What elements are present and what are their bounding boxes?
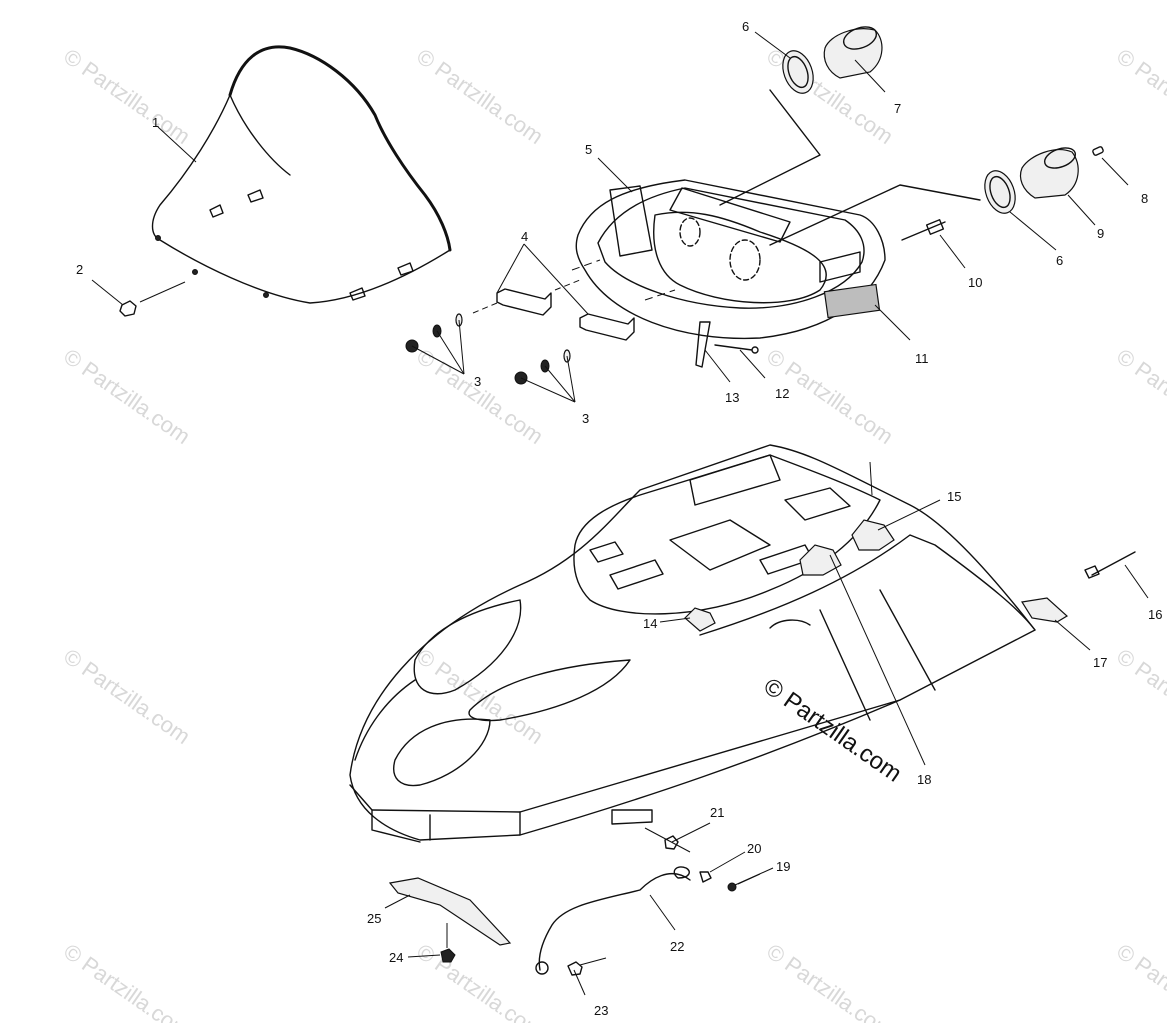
switch-part[interactable]	[901, 219, 946, 241]
callout-3: 3	[582, 411, 589, 426]
callout-21: 21	[710, 805, 724, 820]
heat-shield-part[interactable]	[388, 877, 512, 963]
watermark-text: © Partzilla.com	[59, 939, 195, 1023]
windshield-part[interactable]	[151, 45, 452, 304]
callout-10: 10	[968, 275, 982, 290]
watermark-text: © Partzilla.com	[1112, 644, 1167, 750]
callout-6: 6	[1056, 253, 1063, 268]
callout-11: 11	[915, 351, 929, 366]
watermark-text: © Partzilla.com	[59, 344, 195, 450]
callout-20: 20	[747, 841, 761, 856]
watermark-text: © Partzilla.com	[762, 939, 898, 1023]
callout-25: 25	[367, 911, 381, 926]
leader-lines	[91, 31, 1149, 996]
watermark-text: © Partzilla.com	[412, 44, 548, 150]
gauge-right-part[interactable]	[769, 144, 1104, 246]
callout-4: 4	[521, 229, 528, 244]
callout-22: 22	[670, 939, 684, 954]
cable-part[interactable]	[535, 827, 761, 976]
callout-labels: 1 2 3 3 4 5 6 6 7 8 9 10 11 12 13 14 15 …	[76, 19, 1162, 1018]
callout-3: 3	[474, 374, 481, 389]
watermark-text: © Partzilla.com	[412, 644, 548, 750]
watermark-text: © Partzilla.com	[1112, 939, 1167, 1023]
callout-2: 2	[76, 262, 83, 277]
callout-17: 17	[1093, 655, 1107, 670]
watermark-text: © Partzilla.com	[1112, 344, 1167, 450]
callout-13: 13	[725, 390, 739, 405]
callout-1: 1	[152, 115, 159, 130]
watermark-text: © Partzilla.com	[412, 939, 548, 1023]
watermark-main: © Partzilla.com	[759, 673, 907, 788]
watermark-text: © Partzilla.com	[1112, 44, 1167, 150]
callout-16: 16	[1148, 607, 1162, 622]
callout-18: 18	[917, 772, 931, 787]
bracket-part[interactable]	[472, 279, 635, 341]
hood-part[interactable]	[349, 444, 1036, 843]
watermark-text: © Partzilla.com	[59, 644, 195, 750]
watermark-text: © Partzilla.com	[59, 44, 195, 150]
callout-7: 7	[894, 101, 901, 116]
latch-part[interactable]	[1021, 551, 1136, 623]
callout-24: 24	[389, 950, 403, 965]
callout-9: 9	[1097, 226, 1104, 241]
callout-8: 8	[1141, 191, 1148, 206]
console-part[interactable]	[571, 179, 886, 340]
callout-12: 12	[775, 386, 789, 401]
windshield-screw-part[interactable]	[119, 281, 186, 317]
callout-19: 19	[776, 859, 790, 874]
callout-14: 14	[643, 616, 657, 631]
gauge-upper-part[interactable]	[719, 23, 883, 206]
watermark-text: © Partzilla.com	[412, 344, 548, 450]
bolt-part[interactable]	[695, 321, 759, 368]
callout-15: 15	[947, 489, 961, 504]
callout-6: 6	[742, 19, 749, 34]
callout-23: 23	[594, 1003, 608, 1018]
callout-5: 5	[585, 142, 592, 157]
